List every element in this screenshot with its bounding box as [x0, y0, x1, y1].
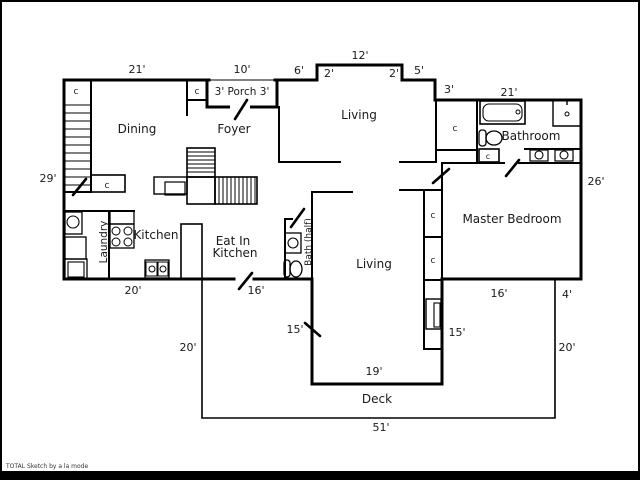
exterior-walls [62, 63, 583, 386]
kitchen-sink-icon [144, 259, 170, 279]
porch-walls [205, 79, 279, 109]
kitchen-counter [180, 223, 203, 280]
interior-walls [63, 79, 582, 350]
room-label-dining: Dining [118, 122, 157, 136]
room-label-laundry: Laundry [98, 221, 110, 264]
dim-master-16: 16' [490, 287, 507, 300]
closet-label-living-2: c [431, 256, 436, 266]
room-label-bath-half: Bath (half) [304, 218, 314, 266]
closet-label-entry: c [74, 87, 79, 97]
room-label-bathroom: Bathroom [502, 129, 561, 143]
room-label-eat-in-kitchen-2: Kitchen [212, 246, 257, 260]
dim-deck-20-left: 20' [179, 341, 196, 354]
watermark-text: TOTAL Sketch by a la mode [6, 463, 89, 470]
stairs-foyer [153, 147, 258, 205]
closet-label-bathroom: c [486, 152, 490, 161]
dim-top-21: 21' [128, 63, 145, 76]
dim-bottom-20: 20' [124, 284, 141, 297]
closet-boxes [90, 148, 500, 193]
washer-icon [64, 236, 87, 260]
dim-left-29: 29' [39, 172, 56, 185]
dim-bottom-16: 16' [247, 284, 264, 297]
room-label-master-bedroom: Master Bedroom [462, 212, 561, 226]
room-label-living-lower: Living [356, 257, 392, 271]
fireplace-icon [425, 298, 442, 330]
dim-living-19: 19' [365, 365, 382, 378]
dim-top-5: 5' [414, 64, 424, 77]
dim-living-15-right: 15' [448, 326, 465, 339]
dim-living-15-left: 15' [286, 323, 303, 336]
closet-label-stairs: c [105, 181, 110, 191]
dim-top-21b: 21' [500, 86, 517, 99]
stove-icon [109, 210, 135, 249]
dim-deck-20-right: 20' [558, 341, 575, 354]
stairs-left [64, 104, 91, 186]
closet-label-foyer: c [195, 87, 200, 97]
laundry-sink-icon [64, 211, 83, 235]
toilet-icon-bathroom [478, 129, 503, 147]
closet-label-living-1: c [431, 211, 436, 221]
dim-deck-51: 51' [372, 421, 389, 434]
dim-top-10: 10' [233, 63, 250, 76]
room-label-eat-in-kitchen-1: Eat In [216, 234, 251, 248]
room-label-deck: Deck [362, 392, 392, 406]
dim-top-2a: 2' [324, 67, 334, 80]
dim-top-3: 3' [444, 83, 454, 96]
room-label-living-upper: Living [341, 108, 377, 122]
half-bath-sink-icon [284, 232, 302, 254]
dim-right-26: 26' [587, 175, 604, 188]
dim-top-2b: 2' [389, 67, 399, 80]
vanity-sinks-icon [529, 149, 574, 162]
dim-right-4: 4' [562, 288, 572, 301]
dim-top-12: 12' [351, 49, 368, 62]
closet-label-hall: c [453, 124, 458, 134]
room-label-foyer: Foyer [217, 122, 250, 136]
room-label-porch: 3' Porch 3' [215, 86, 270, 98]
deck-outline [201, 279, 556, 419]
room-label-kitchen: Kitchen [133, 228, 178, 242]
bathtub-icon [479, 100, 526, 125]
dryer-icon [64, 258, 88, 280]
shower-icon [552, 100, 581, 127]
half-bath-toilet-icon [283, 259, 303, 278]
bottom-border-bar [2, 471, 638, 478]
door-swing-icons [71, 98, 521, 338]
dim-top-6: 6' [294, 64, 304, 77]
